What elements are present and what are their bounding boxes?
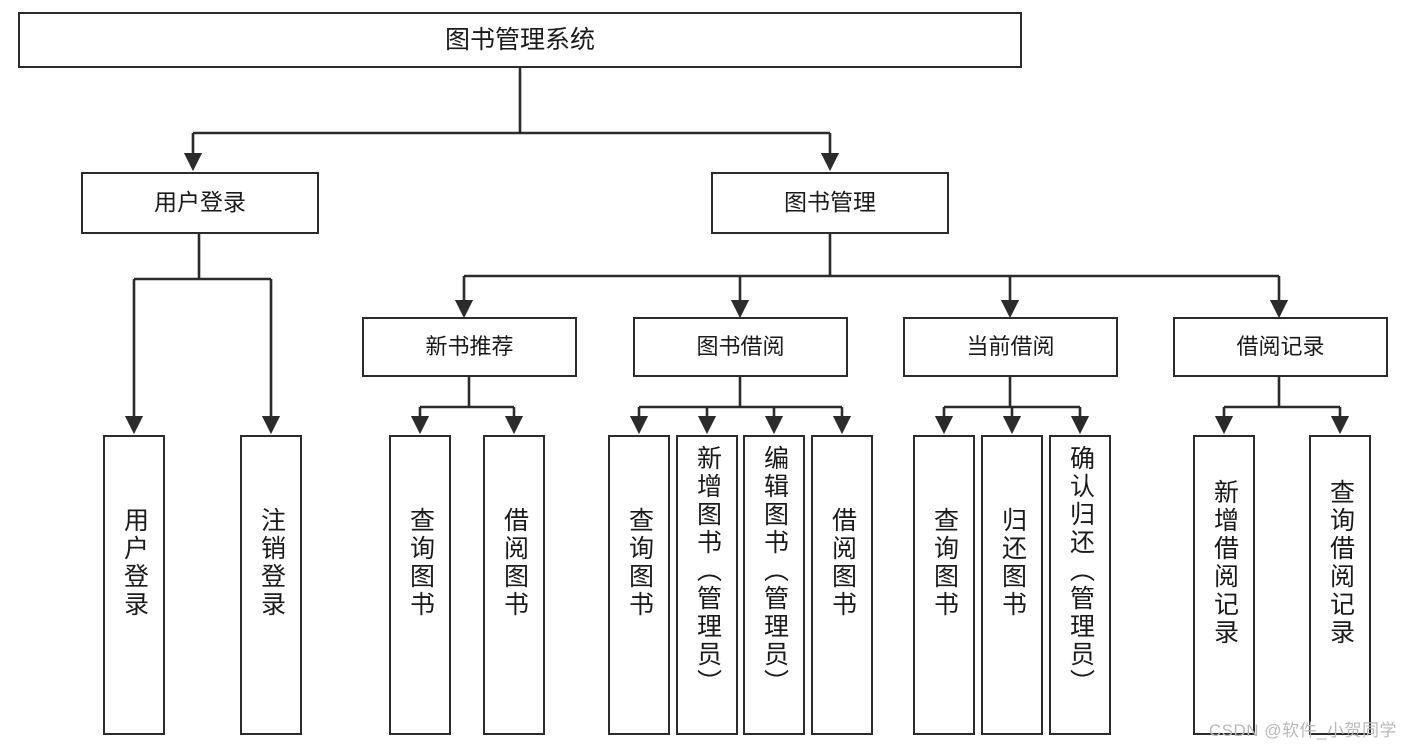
node-leaf-return-book-label: 归还图书: [998, 507, 1027, 619]
node-leaf-query-book-1-label: 查询图书: [406, 507, 435, 619]
node-leaf-user-login[interactable]: 用户登录: [103, 435, 165, 735]
node-leaf-query-book-2[interactable]: 查询图书: [608, 435, 670, 735]
node-user-login[interactable]: 用户登录: [81, 172, 319, 234]
node-leaf-add-book[interactable]: 新增图书（管理员）: [676, 435, 738, 735]
node-leaf-borrow-book-1[interactable]: 借阅图书: [483, 435, 545, 735]
node-leaf-add-book-label: 新增图书（管理员）: [693, 445, 722, 697]
node-user-login-label: 用户登录: [154, 189, 246, 216]
node-current-borrow-label: 当前借阅: [966, 333, 1055, 359]
node-leaf-query-book-1[interactable]: 查询图书: [389, 435, 451, 735]
node-leaf-query-record-label: 查询借阅记录: [1326, 479, 1355, 647]
node-leaf-borrow-book-2[interactable]: 借阅图书: [811, 435, 873, 735]
node-new-book-rec-label: 新书推荐: [425, 333, 514, 359]
node-leaf-edit-book[interactable]: 编辑图书（管理员）: [743, 435, 805, 735]
node-leaf-edit-book-label: 编辑图书（管理员）: [760, 445, 789, 697]
node-leaf-confirm-return-label: 确认归还（管理员）: [1066, 445, 1095, 697]
node-leaf-borrow-book-1-label: 借阅图书: [500, 507, 529, 619]
csdn-watermark: CSDN @软件_小贺同学: [1208, 721, 1397, 740]
node-leaf-return-book[interactable]: 归还图书: [981, 435, 1043, 735]
node-leaf-user-login-label: 用户登录: [120, 507, 149, 619]
node-book-borrow[interactable]: 图书借阅: [633, 317, 848, 377]
node-borrow-record[interactable]: 借阅记录: [1173, 317, 1388, 377]
node-leaf-query-book-3-label: 查询图书: [930, 507, 959, 619]
node-borrow-record-label: 借阅记录: [1236, 333, 1325, 359]
node-leaf-add-record[interactable]: 新增借阅记录: [1193, 435, 1255, 735]
node-current-borrow[interactable]: 当前借阅: [903, 317, 1118, 377]
node-root[interactable]: 图书管理系统: [18, 12, 1022, 68]
node-leaf-query-book-2-label: 查询图书: [625, 507, 654, 619]
node-root-label: 图书管理系统: [444, 26, 595, 54]
node-leaf-user-logout[interactable]: 注销登录: [240, 435, 302, 735]
node-leaf-borrow-book-2-label: 借阅图书: [828, 507, 857, 619]
node-leaf-add-record-label: 新增借阅记录: [1210, 479, 1239, 647]
node-book-borrow-label: 图书借阅: [696, 333, 785, 359]
node-book-manage-label: 图书管理: [784, 189, 876, 216]
node-leaf-user-logout-label: 注销登录: [257, 507, 286, 619]
node-leaf-query-book-3[interactable]: 查询图书: [913, 435, 975, 735]
node-leaf-query-record[interactable]: 查询借阅记录: [1309, 435, 1371, 735]
node-book-manage[interactable]: 图书管理: [711, 172, 949, 234]
node-new-book-rec[interactable]: 新书推荐: [362, 317, 577, 377]
node-leaf-confirm-return[interactable]: 确认归还（管理员）: [1049, 435, 1111, 735]
